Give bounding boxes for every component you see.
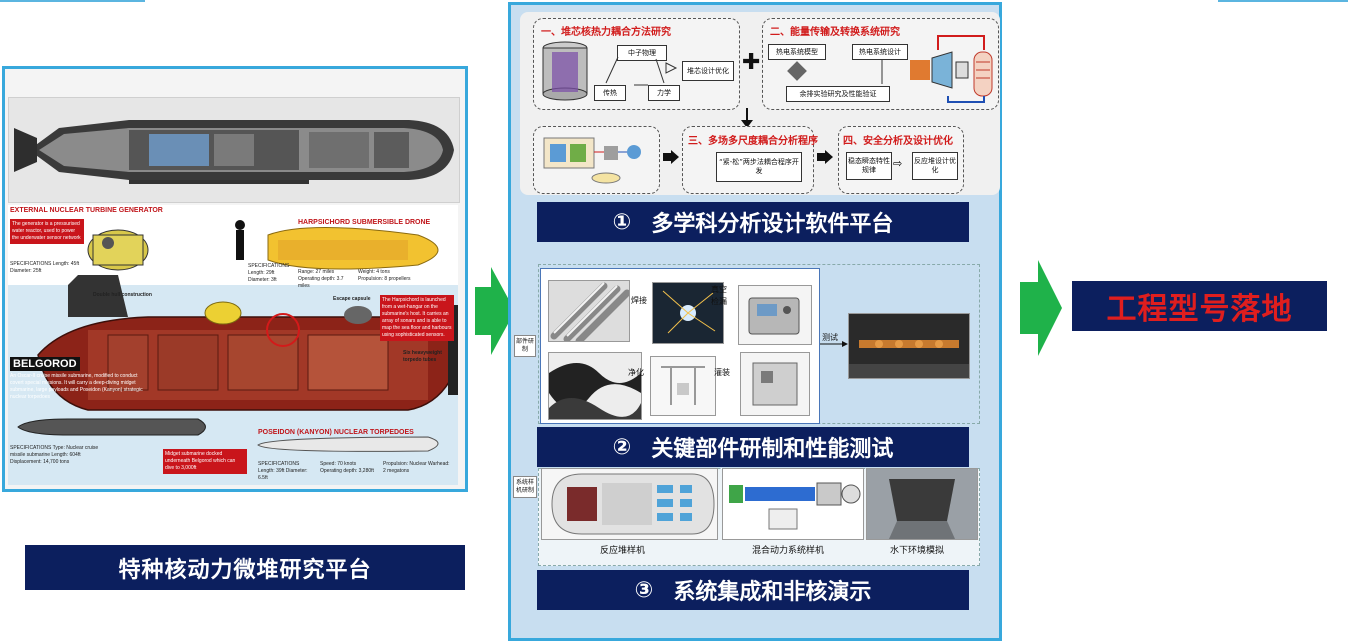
reactor-prototype-render bbox=[541, 468, 718, 540]
underwater-simulation-caption: 水下环境模拟 bbox=[890, 546, 945, 556]
belgorod-specs: SPECIFICATIONS Type: Nuclear cruise miss… bbox=[10, 445, 99, 465]
filling-label: 灌装 bbox=[714, 368, 730, 377]
component-development-tag: 部件研制 bbox=[514, 335, 536, 357]
poseidon-speed: Speed: 70 knots Operating depth: 3,280ft bbox=[320, 461, 374, 474]
belgorod-infographic: EXTERNAL NUCLEAR TURBINE GENERATOR The g… bbox=[8, 205, 458, 485]
hull-label: Double hull construction bbox=[93, 292, 152, 298]
belgorod-description: An Oscar-II cruise missile submarine, mo… bbox=[10, 373, 143, 400]
welding-photo bbox=[652, 282, 724, 344]
stage-2-bar: ② 关键部件研制和性能测试 bbox=[537, 427, 969, 467]
program-architecture-sketch-icon bbox=[543, 137, 641, 184]
belgorod-title: BELGOROD bbox=[10, 357, 80, 371]
engineering-deployment-label: 工程型号落地 bbox=[1072, 281, 1327, 331]
drone-range: Range: 27 miles Operating depth: 3.7 mil… bbox=[298, 269, 344, 289]
system-prototype-tag: 系统样机研制 bbox=[513, 476, 537, 498]
arrow-right-line-icon bbox=[820, 341, 848, 347]
flow-arrows-icon bbox=[605, 56, 678, 86]
arrow-right-outline-icon: ⇨ bbox=[893, 157, 903, 170]
purification-label: 净化 bbox=[628, 368, 644, 377]
residual-heat-experiment-box: 余排实验研究及性能验证 bbox=[786, 86, 890, 102]
steady-transient-box: 稳态瞬态特性规律 bbox=[846, 152, 892, 180]
power-conversion-diagram-icon bbox=[910, 35, 993, 103]
research-3-title: 三、多场多尺度耦合分析程序 bbox=[688, 136, 818, 147]
neutron-physics-box: 中子物理 bbox=[617, 45, 667, 61]
arrow-right-icon bbox=[475, 267, 515, 355]
top-border-line bbox=[1218, 0, 1348, 2]
torpedo-tubes-label: Six heavyweight torpedo tubes bbox=[403, 350, 442, 363]
mechanics-box: 力学 bbox=[648, 85, 680, 101]
heat-transfer-box: 传热 bbox=[594, 85, 626, 101]
welding-label: 焊接 bbox=[631, 296, 647, 305]
drone-specs: SPECIFICATIONS Length: 29ft Diameter: 3f… bbox=[248, 263, 290, 283]
generator-title: EXTERNAL NUCLEAR TURBINE GENERATOR bbox=[10, 207, 163, 214]
poseidon-specs: SPECIFICATIONS Length: 39ft Diameter: 6.… bbox=[258, 461, 308, 481]
drone-weight: Weight: 4 tons Propulsion: 8 propellers bbox=[358, 269, 411, 282]
arrow-down-icon bbox=[741, 108, 753, 128]
metal-tubes-photo bbox=[548, 280, 630, 342]
research-4-title: 四、安全分析及设计优化 bbox=[843, 136, 953, 147]
test-bench-photo bbox=[848, 313, 970, 379]
stage-1-bar: ① 多学科分析设计软件平台 bbox=[537, 202, 969, 242]
escape-capsule-label: Escape capsule bbox=[333, 296, 371, 302]
hybrid-power-prototype-render bbox=[722, 468, 864, 540]
platform-label: 特种核动力微堆研究平台 bbox=[25, 545, 465, 590]
submarine-side-view-icon bbox=[9, 98, 459, 202]
reactor-prototype-caption: 反应堆样机 bbox=[600, 546, 646, 556]
poseidon-propulsion: Propulsion: Nuclear Warhead: 2 megatons bbox=[383, 461, 450, 474]
arrow-right-small-icon bbox=[663, 150, 679, 164]
filling-machine-photo bbox=[740, 352, 810, 416]
vacuum-leak-test-label: 真空检漏 bbox=[711, 285, 727, 306]
stage-2-number: ② bbox=[612, 434, 632, 460]
leak-detector-photo bbox=[738, 285, 812, 345]
stage-2-label: 关键部件研制和性能测试 bbox=[651, 437, 894, 462]
two-step-coupling-box: “紧-松”两步法耦合程序开发 bbox=[716, 152, 802, 182]
midget-sub-note: Midget submarine docked underneath Belgo… bbox=[163, 449, 247, 474]
stage-3-bar: ③ 系统集成和非核演示 bbox=[537, 570, 969, 610]
reactor-core-icon bbox=[542, 41, 588, 101]
reactor-design-optimization-box: 反应堆设计优化 bbox=[912, 152, 958, 180]
arrow-right-icon bbox=[1020, 260, 1062, 356]
generator-note: The generator is a pressurised water rea… bbox=[10, 219, 84, 244]
material-texture-photo bbox=[548, 352, 642, 420]
generator-specs: SPECIFICATIONS Length: 45ft Diameter: 25… bbox=[10, 261, 80, 274]
stage-1-label: 多学科分析设计软件平台 bbox=[651, 212, 894, 237]
drone-title: HARPSICHORD SUBMERSIBLE DRONE bbox=[298, 219, 431, 226]
plus-icon: ✚ bbox=[742, 50, 761, 75]
arrow-right-small-icon bbox=[817, 150, 833, 164]
stage-3-label: 系统集成和非核演示 bbox=[673, 580, 872, 605]
research-2-title: 二、能量传输及转换系统研究 bbox=[770, 27, 900, 38]
stage-1-number: ① bbox=[612, 209, 632, 235]
thermoelectric-design-box: 热电系统设计 bbox=[852, 44, 908, 60]
infographic-illustration bbox=[8, 205, 458, 485]
top-border-line bbox=[0, 0, 145, 2]
core-design-optimization-box: 堆芯设计优化 bbox=[682, 61, 734, 81]
submarine-cutaway-image bbox=[8, 97, 460, 203]
research-1-title: 一、堆芯核热力耦合方法研究 bbox=[541, 27, 671, 38]
hybrid-system-caption: 混合动力系统样机 bbox=[752, 546, 825, 556]
harpsichord-note: The Harpsichord is launched from a wet-h… bbox=[380, 295, 454, 341]
thermoelectric-model-box: 热电系统模型 bbox=[768, 44, 826, 60]
purification-rig-photo bbox=[650, 356, 716, 416]
thermal-system-sketch-icon bbox=[787, 60, 883, 84]
poseidon-title: POSEIDON (KANYON) NUCLEAR TORPEDOES bbox=[258, 429, 414, 436]
testing-label: 测试 bbox=[822, 333, 838, 342]
underwater-simulation-photo bbox=[866, 468, 978, 540]
stage-3-number: ③ bbox=[634, 577, 654, 603]
